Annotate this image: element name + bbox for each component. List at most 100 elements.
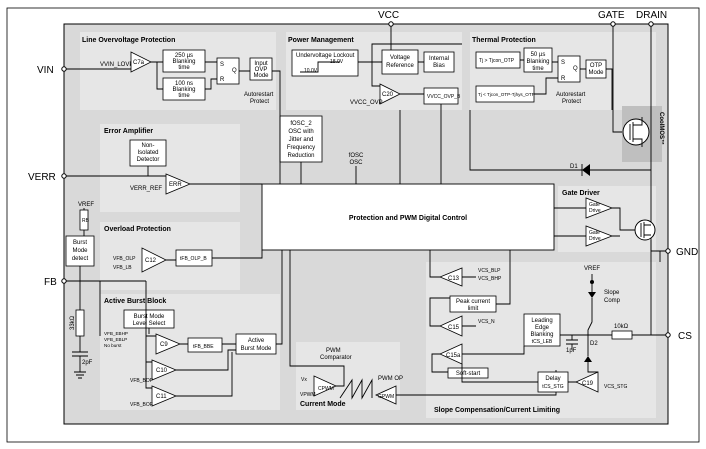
- comparator-c7a-label: C7a: [133, 60, 145, 66]
- latch-otp-q: Q: [573, 66, 578, 72]
- tj-condition-high-text: Tj > Tjcon_OTP: [479, 58, 515, 64]
- slope-diode: [588, 292, 596, 298]
- label-t-fb-olp: tFB_OLP_B: [180, 256, 207, 262]
- osc-line2: OSC: [349, 160, 363, 166]
- wires-overload: [166, 250, 263, 261]
- leb-line4: tCS_LEB: [532, 339, 553, 345]
- autorestart-otp-line1: Autorestart: [556, 92, 586, 98]
- coolmos-label: CoolMOS™: [658, 112, 665, 145]
- pin-cs: [665, 332, 671, 338]
- label-vfb-bof: VFB_BOF: [130, 402, 153, 408]
- label-no-burst: No burst: [104, 343, 122, 348]
- comparator-c19-label: C19: [582, 381, 594, 387]
- input-ovp-mode: [249, 57, 273, 81]
- gate-drive-lower-l1: Gate: [589, 230, 600, 236]
- pin-gate-label: GATE: [598, 10, 625, 21]
- wires-drain-gate: [612, 26, 652, 335]
- current-source: [590, 280, 594, 284]
- delay-line1: Delay: [545, 376, 560, 382]
- latch-ovp-s: S: [220, 62, 224, 68]
- label-vfb-lb: VFB_LB: [113, 265, 132, 271]
- latch-otp-r: R: [561, 76, 566, 82]
- error-amp-label: ERR: [169, 182, 182, 188]
- comparator-c9-label: C9: [160, 342, 168, 348]
- error-amp-triangle: [165, 173, 192, 195]
- label-vcs-n: VCS_N: [478, 319, 495, 325]
- delay-line2: tCS_STG: [542, 384, 564, 390]
- internal-bias: [423, 51, 455, 73]
- pin-fb: [61, 278, 67, 284]
- label-vcs-blp: VCS_BLP: [478, 268, 501, 274]
- section-gate-driver: [558, 186, 656, 252]
- label-vref-slope: VREF: [584, 266, 600, 272]
- diode-d1: [582, 164, 590, 176]
- blanking-250us-line3: time: [178, 65, 190, 71]
- osc-jitter-line4: Frequency: [287, 145, 315, 151]
- tj-condition-low-text: Tj < Tjcon_OTP-Tjhys_OTP: [478, 92, 535, 97]
- blanking-100ns-line1: 100 ns: [175, 81, 193, 87]
- label-2pf: 2pF: [82, 360, 93, 366]
- pin-vin-label: VIN: [37, 65, 54, 76]
- burst-detect-line1: Burst: [73, 240, 87, 246]
- leading-edge-blanking: [523, 313, 561, 347]
- internal-bias-line1: Internal: [429, 56, 449, 62]
- leb-line2: Edge: [535, 325, 550, 331]
- pin-drain-label: DRAIN: [636, 10, 667, 21]
- slope-comp-line1: Slope: [604, 290, 620, 296]
- soft-start-label: Soft-start: [456, 371, 481, 377]
- label-vfb-olp: VFB_OLP: [113, 256, 136, 262]
- burst-level-line2: Level Select: [133, 321, 166, 327]
- pin-gnd: [665, 248, 671, 254]
- label-t-fb-bbe: tFB_BBE: [193, 344, 214, 350]
- label-vfb-ebhp: VFB_EBHP: [104, 331, 128, 336]
- voltage-reference: [381, 49, 419, 75]
- latch-ovp-q: Q: [232, 68, 237, 74]
- heading-power-mgmt: Power Management: [288, 37, 354, 44]
- label-vcs-stg: VCS_STG: [604, 384, 627, 390]
- pin-vcc-label: VCC: [378, 10, 399, 21]
- label-vcc-ovp: VVCC_OVP: [350, 100, 383, 106]
- blanking-250us-line2: Blanking: [172, 59, 195, 65]
- pwm-comparator-triangle: [313, 375, 337, 397]
- gate-drive-upper-l1: Gate: [589, 202, 600, 208]
- label-1pf: 1pF: [566, 348, 577, 354]
- diode-d1-label: D1: [570, 164, 578, 170]
- pwm-comparator-line1: PWM: [326, 348, 341, 354]
- burst-mode-detect: [65, 235, 95, 267]
- label-g-pwm: GPWM: [378, 394, 394, 400]
- resistor-33k: [75, 309, 85, 337]
- wires-slope-comp: [429, 250, 666, 383]
- section-error-amp: [100, 124, 240, 212]
- blanking-50us-line3: time: [532, 66, 544, 72]
- label-vcs-bhp: VCS_BHP: [478, 276, 502, 282]
- latch-otp-s: S: [561, 60, 565, 66]
- section-overload: [100, 222, 240, 290]
- blanking-50us-line1: 50 µs: [531, 52, 546, 58]
- comparator-c10-label: C10: [156, 368, 168, 374]
- pin-drain: [648, 21, 654, 27]
- active-burst-line1: Active: [248, 338, 265, 344]
- label-vcc-ovp-b: VVCC_OVP_B: [427, 94, 461, 100]
- uvlo-hysteresis: [300, 61, 340, 73]
- wires-error-amp: [66, 166, 262, 185]
- soft-start: [447, 367, 489, 379]
- peak-limit-line2: limit: [468, 306, 479, 312]
- leb-line3: Blanking: [530, 332, 553, 338]
- switch-transistor: [634, 219, 656, 241]
- burst-blanking: [187, 337, 223, 353]
- input-ovp-line2: OVP: [255, 67, 268, 73]
- pwm-comparator-line2: Comparator: [320, 355, 352, 361]
- burst-detect-line2: Mode: [72, 248, 88, 254]
- comparator-c9: [155, 333, 182, 355]
- comparator-c7a: [130, 51, 152, 73]
- pin-verr: [61, 173, 67, 179]
- voltage-reference-line2: Reference: [386, 63, 414, 69]
- label-d2: D2: [590, 341, 598, 347]
- gate-drive-lower-l2: Drive: [589, 236, 601, 242]
- comparator-c10: [151, 359, 178, 381]
- outer-frame: [6, 7, 700, 443]
- heading-overload: Overload Protection: [104, 226, 171, 233]
- comparator-c11: [151, 385, 178, 407]
- non-isolated-line2: Isolated: [137, 150, 158, 156]
